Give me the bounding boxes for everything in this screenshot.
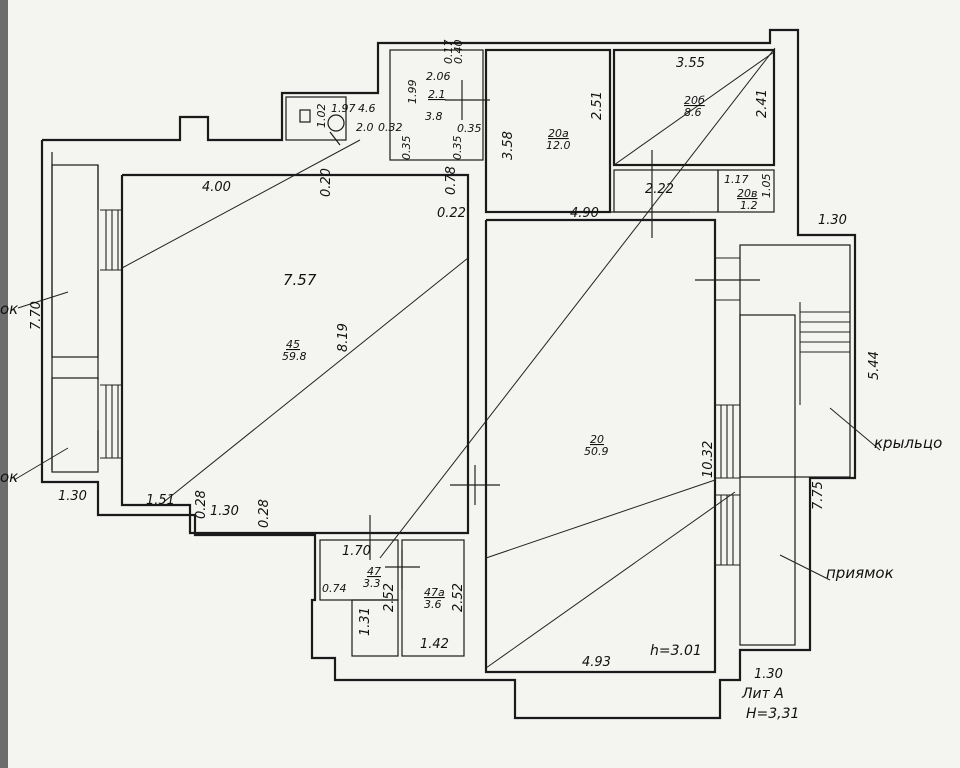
dim-0-35-b: 0.35 [400,136,413,161]
scan-edge [0,0,8,768]
dim-4-6: 4.6 [358,102,376,115]
dim-4-93: 4.93 [582,655,611,670]
small-rooms [319,515,465,657]
dim-2-06: 2.06 [426,70,451,83]
room-area-47: 3.3 [363,577,381,590]
dim-2-52-b: 2.52 [451,583,466,612]
liter-label: Лит А [741,686,784,702]
dim-0-22: 0.22 [437,206,466,221]
dim-4-00: 4.00 [202,180,231,195]
big-room-outline [379,47,776,674]
dim-0-17: 0.17 [442,40,455,65]
dim-0-35: 0.35 [457,122,482,135]
porch-label: крыльцо [874,434,942,452]
room-number-wc: 2.1 [428,88,446,101]
dim-1-31: 1.31 [358,607,373,636]
dimension-labels: 4.00 0.20 0.78 0.22 7.57 8.19 7.70 1.30 … [29,40,882,683]
room-area-wc: 3.8 [425,110,443,123]
dim-0-40: 0.40 [452,40,465,65]
outer-walls [40,28,857,720]
dim-2-0: 2.0 [356,121,374,134]
dim-1-70: 1.70 [342,544,371,559]
dim-2-41: 2.41 [755,89,770,118]
left-niches [51,164,122,473]
porch-stairs [739,244,881,646]
height-label: H=3,31 [746,706,799,722]
dim-1-99: 1.99 [406,80,419,105]
dim-5-44: 5.44 [867,351,882,380]
room-number-20b: 20б [684,94,705,107]
room-number-main-hall: 45 [286,338,300,351]
room-area-big-room: 50.9 [584,445,609,458]
room-number-47: 47 [367,565,381,578]
room-area-main-hall: 59.8 [282,350,307,363]
dim-1-30-bottom: 1.30 [754,667,783,682]
dim-7-70: 7.70 [29,301,44,330]
dim-7-75: 7.75 [811,481,826,510]
dim-8-19: 8.19 [336,323,351,352]
dim-1-05: 1.05 [760,174,773,199]
dim-7-57: 7.57 [283,271,317,289]
dim-10-32: 10.32 [701,441,716,478]
upper-rooms [285,48,776,238]
room-area-20a: 12.0 [546,139,571,152]
dim-0-78: 0.78 [444,166,459,195]
room-area-20b: 8.6 [684,106,702,119]
dim-3-58: 3.58 [501,131,516,160]
dim-1-97: 1.97 [331,102,356,115]
dim-3-55: 3.55 [676,56,705,71]
dim-inner-height: h=3.01 [650,643,702,659]
dim-0-35-c: 0.35 [451,136,464,161]
dim-1-42: 1.42 [420,637,449,652]
pit-label: приямок [826,564,894,582]
left-label-top: ок [0,300,18,318]
room-area-20v: 1.2 [740,199,758,212]
dim-0-28-a: 0.28 [194,490,209,519]
room-number-20v: 20в [737,187,757,200]
dim-0-20: 0.20 [319,168,334,197]
room-number-47a: 47a [424,586,445,599]
text-labels: крыльцо приямок Лит А H=3,31 ок ок [0,300,942,722]
left-label-bottom: ок [0,468,18,486]
dim-1-30-mid: 1.30 [210,504,239,519]
dim-1-30-porch: 1.30 [818,213,847,228]
dim-4-90: 4.90 [570,206,599,221]
dim-2-51: 2.51 [590,91,605,120]
room-number-20a: 20a [548,127,569,140]
dim-1-30-left: 1.30 [58,489,87,504]
dim-0-28-b: 0.28 [257,499,272,528]
dim-1-51: 1.51 [146,493,175,508]
main-hall-outline [120,139,500,535]
dim-2-52-a: 2.52 [382,583,397,612]
dim-2-22: 2.22 [645,182,674,197]
room-area-47a: 3.6 [424,598,442,611]
room-labels: 45 59.8 20 50.9 20a 12.0 20б 8.6 20в 1.2… [282,88,758,611]
dim-0-32: 0.32 [378,121,403,134]
dim-1-02: 1.02 [315,104,328,129]
room-number-big-room: 20 [590,433,604,446]
dim-0-74: 0.74 [322,582,347,595]
dim-1-17: 1.17 [724,173,749,186]
